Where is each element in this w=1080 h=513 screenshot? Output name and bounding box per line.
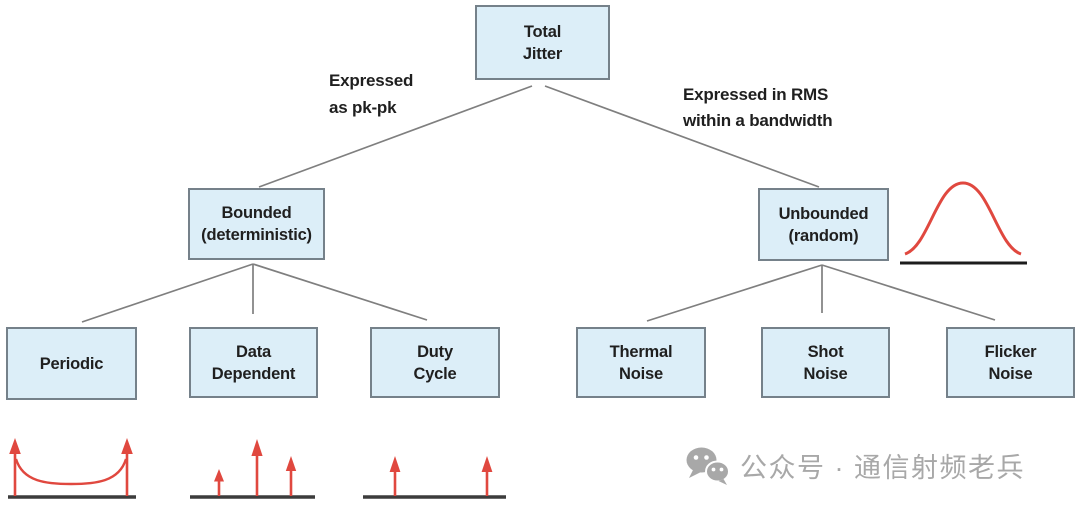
duty-cycle-impulses-icon: [363, 456, 506, 499]
data-dependent-impulses-icon: [190, 439, 315, 499]
edge-label-rms: Expressed in RMS within a bandwidth: [683, 85, 833, 130]
node-thermal-noise: Thermal Noise: [576, 327, 706, 398]
node-data-dependent: Data Dependent: [189, 327, 318, 398]
node-unbounded: Unbounded (random): [758, 188, 889, 261]
node-shot-noise: Shot Noise: [761, 327, 890, 398]
connector-unbounded-thermal: [646, 264, 823, 322]
gaussian-curve-icon: [900, 181, 1027, 265]
wechat-icon: [686, 447, 730, 485]
node-total-jitter: Total Jitter: [475, 5, 610, 80]
connector-root-unbounded: [544, 85, 820, 188]
connector-root-bounded: [258, 85, 533, 188]
connector-lines: [81, 85, 996, 323]
node-flicker-noise: Flicker Noise: [946, 327, 1075, 398]
connector-unbounded-flicker: [821, 264, 996, 321]
node-bounded: Bounded (deterministic): [188, 188, 325, 260]
node-periodic: Periodic: [6, 327, 137, 400]
periodic-bathtub-icon: [8, 438, 136, 499]
connector-bounded-duty-cycle: [252, 263, 428, 321]
node-duty-cycle: Duty Cycle: [370, 327, 500, 398]
watermark-text: 公众号 · 通信射频老兵: [740, 453, 1025, 483]
connector-bounded-periodic: [81, 263, 254, 323]
edge-label-pk-pk: Expressed as pk-pk: [329, 71, 414, 117]
watermark: 公众号 · 通信射频老兵: [686, 446, 1025, 485]
